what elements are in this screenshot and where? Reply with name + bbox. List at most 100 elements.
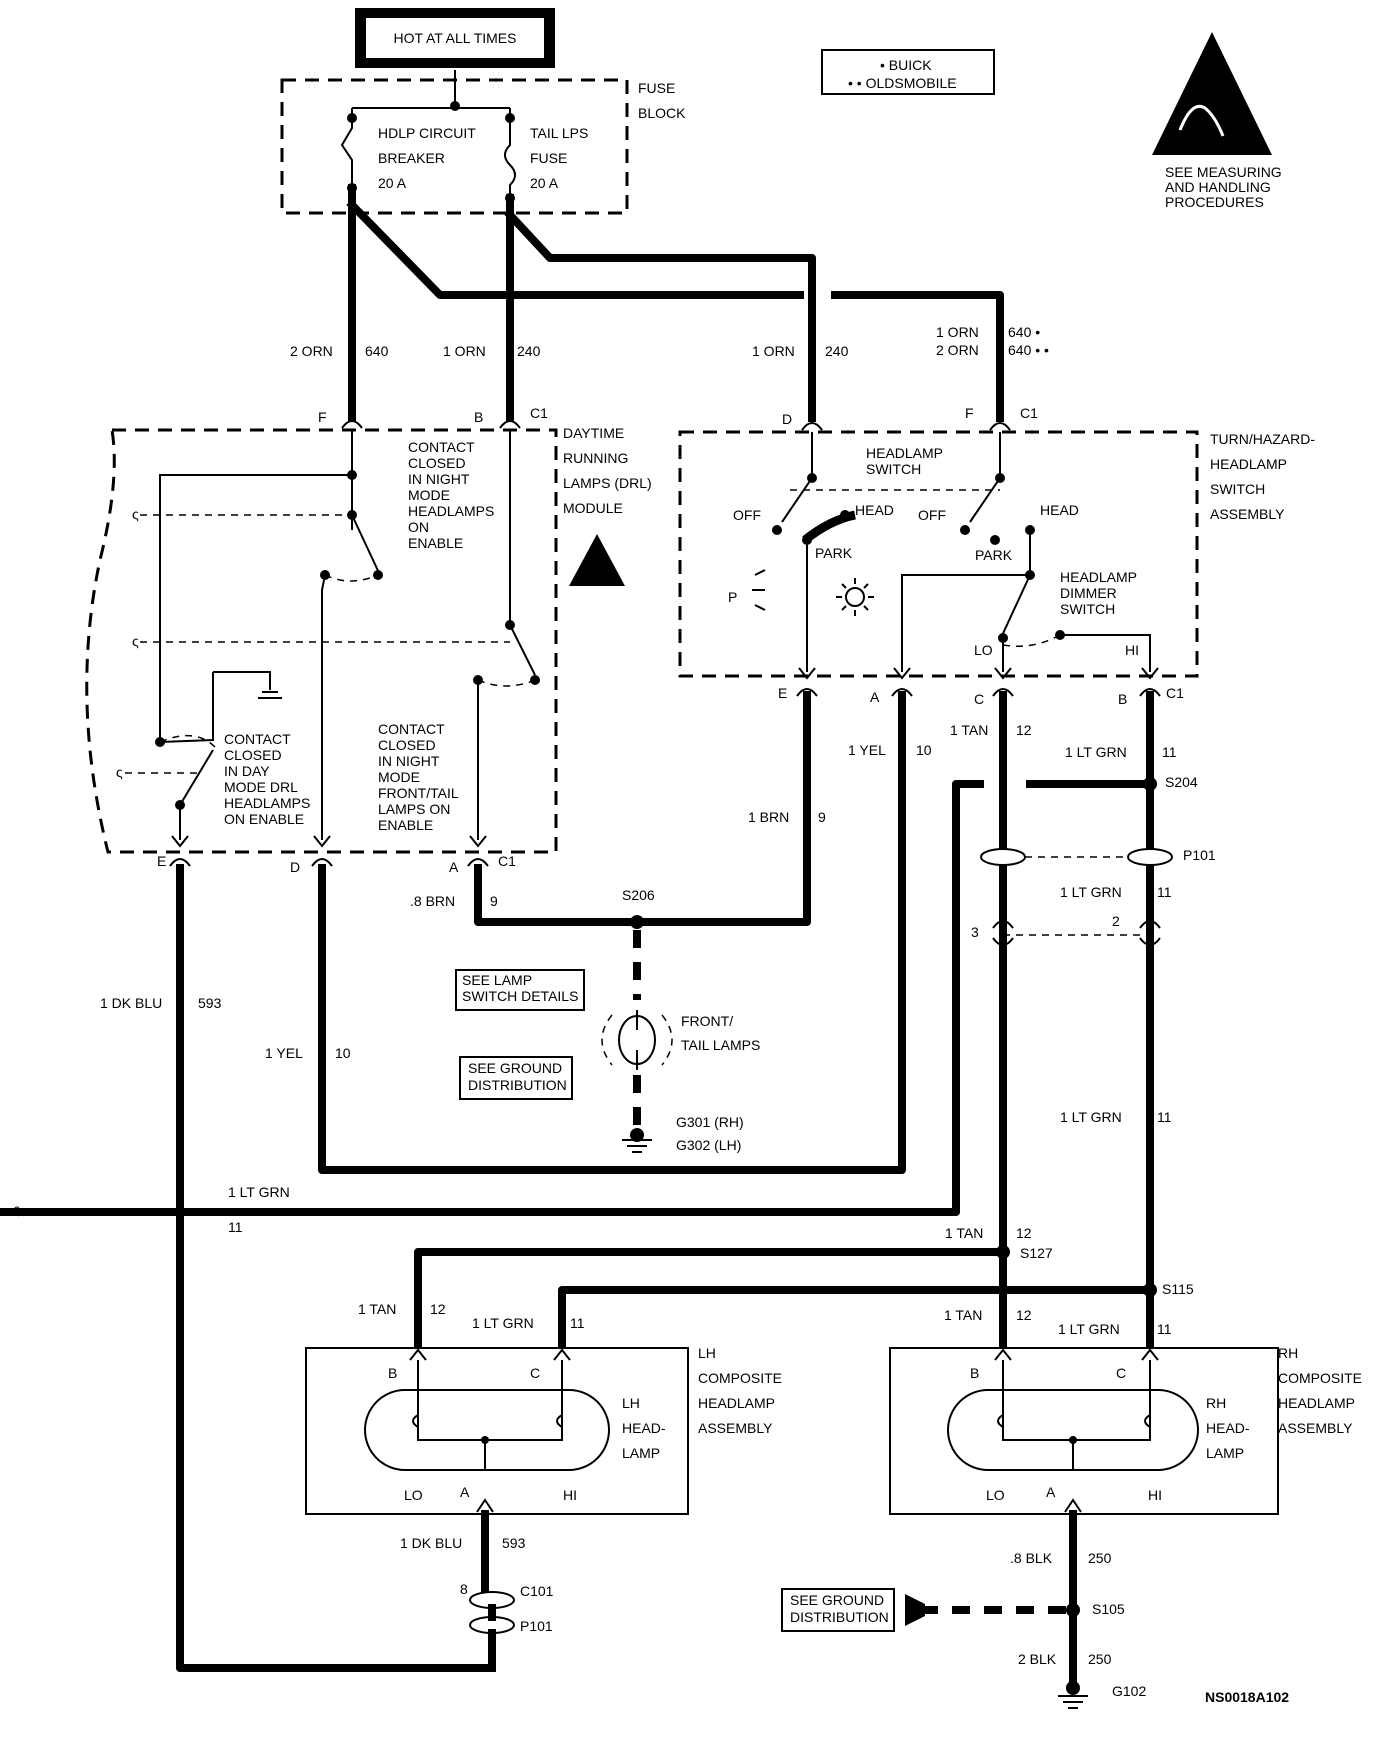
splice-s127: S127 [1020, 1245, 1053, 1261]
esd-note-1: SEE MEASURING [1165, 164, 1282, 180]
drl-night-text-5: HEADLAMPS [408, 503, 494, 519]
label-11-c: 11 [1157, 1109, 1172, 1125]
drl-label-4: MODULE [563, 500, 623, 516]
dimmer-text-1: HEADLAMP [1060, 569, 1137, 585]
lh-label-1-dk-blu: 1 DK BLU [400, 1535, 462, 1551]
lh-label-2: COMPOSITE [698, 1370, 782, 1386]
legend-buick: • BUICK [880, 57, 932, 73]
lh-pin-c: C [530, 1365, 540, 1381]
rh-label-2-blk: 2 BLK [1018, 1651, 1057, 1667]
hdlp-label: HDLP CIRCUIT [378, 125, 476, 141]
label-1-orn-right: 1 ORN [752, 343, 795, 359]
label-1-tan-b: 1 TAN [945, 1225, 983, 1241]
tail-label: TAIL LPS [530, 125, 588, 141]
rh-filament-icons [997, 1414, 1151, 1428]
hdlp-rating: 20 A [378, 175, 407, 191]
dimmer-text-3: SWITCH [1060, 601, 1115, 617]
rh-label-08-blk: .8 BLK [1010, 1550, 1053, 1566]
ground-g301: G301 (RH) [676, 1114, 744, 1130]
rh-label-1-tan: 1 TAN [944, 1307, 982, 1323]
drl-day-text-4: MODE DRL [224, 779, 298, 795]
drl-front-text-6: LAMPS ON [378, 801, 450, 817]
pin-2: 2 [1112, 913, 1120, 929]
drl-pin-a: A [449, 859, 459, 875]
hdlp-label-2: BREAKER [378, 150, 445, 166]
rh-label-250-b: 250 [1088, 1651, 1112, 1667]
rh-pin-c: C [1116, 1365, 1126, 1381]
label-1-lt-grn-c: 1 LT GRN [1060, 1109, 1122, 1125]
label-08-brn: .8 BRN [410, 893, 455, 909]
tail-rating: 20 A [530, 175, 559, 191]
label-240-right: 240 [825, 343, 849, 359]
drl-pin-e: E [157, 853, 166, 869]
dimmer-hi: HI [1125, 642, 1139, 658]
label-640-olds: 640 • • [1008, 342, 1049, 358]
switch-head-2: HEAD [1040, 502, 1079, 518]
fuse-block-label-2: BLOCK [638, 105, 686, 121]
label-640: 640 [365, 343, 389, 359]
switch-assembly-outline [678, 430, 1199, 678]
label-1-lt-grn-b: 1 LT GRN [1060, 884, 1122, 900]
label-9: 9 [818, 809, 826, 825]
drl-esd-icon [569, 534, 625, 586]
label-1-orn: 1 ORN [443, 343, 486, 359]
pin-3: 3 [971, 924, 979, 940]
switch-label-4: ASSEMBLY [1210, 506, 1285, 522]
label-1-orn-640: 1 ORN [936, 324, 979, 340]
connector-p101-lower: P101 [520, 1618, 553, 1634]
see-lamp-text-2: SWITCH DETAILS [462, 988, 578, 1004]
label-11-long: 11 [228, 1219, 243, 1235]
drl-night-text-3: IN NIGHT [408, 471, 470, 487]
label-1-lt-grn: 1 LT GRN [1065, 744, 1127, 760]
label-10: 10 [916, 742, 932, 758]
drl-front-text-4: MODE [378, 769, 420, 785]
headlamp-switch-text-1: HEADLAMP [866, 445, 943, 461]
label-10-b: 10 [335, 1045, 351, 1061]
see-lamp-switch-details-box: SEE LAMP SWITCH DETAILS [455, 969, 585, 1011]
label-593: 593 [198, 995, 222, 1011]
ground-g102-icon [1058, 1695, 1088, 1709]
rh-label-3: HEADLAMP [1278, 1395, 1355, 1411]
switch-park-2: PARK [975, 547, 1013, 563]
switch-off-1: OFF [733, 507, 761, 523]
legend-oldsmobile: • • OLDSMOBILE [848, 75, 957, 91]
ground-arrow-icon [905, 1594, 925, 1626]
drl-night-text-4: MODE [408, 487, 450, 503]
rh-label-1-lt-grn: 1 LT GRN [1058, 1321, 1120, 1337]
label-11: 11 [1162, 744, 1177, 760]
switch-label-3: SWITCH [1210, 481, 1265, 497]
lh-lamp-outline [364, 1389, 610, 1471]
rh-hi: HI [1148, 1487, 1162, 1503]
lh-lamp-text-3: LAMP [622, 1445, 660, 1461]
connector-c101: C101 [520, 1583, 554, 1599]
lh-label-4: ASSEMBLY [698, 1420, 773, 1436]
splice-s115: S115 [1162, 1281, 1194, 1297]
wire-ltgrn-long [0, 780, 984, 1216]
rh-see-ground-text-1: SEE GROUND [790, 1592, 884, 1608]
lh-hi: HI [563, 1487, 577, 1503]
drl-squiggle-1: ς [132, 506, 139, 522]
label-1-yel-b: 1 YEL [265, 1045, 303, 1061]
esd-note-3: PROCEDURES [1165, 194, 1264, 210]
rh-lamp-text-1: RH [1206, 1395, 1226, 1411]
drl-squiggle-2: ς [132, 633, 139, 649]
lh-label-12: 12 [430, 1301, 446, 1317]
switch-label-1: TURN/HAZARD- [1210, 431, 1315, 447]
splice-s105: S105 [1092, 1601, 1125, 1617]
label-240: 240 [517, 343, 541, 359]
see-ground-distribution-box: SEE GROUND DISTRIBUTION [459, 1056, 573, 1100]
parking-lamp-rays [752, 569, 766, 611]
drl-pin-c1-top: C1 [530, 405, 548, 421]
dimmer-lo: LO [974, 642, 993, 658]
wire-ltgrn-lh [558, 1286, 1154, 1352]
esd-warning-icon [1152, 32, 1272, 155]
rh-label-12: 12 [1016, 1307, 1032, 1323]
lh-filament-icons [412, 1414, 563, 1428]
lh-pin-a: A [460, 1484, 470, 1500]
switch-head-1: HEAD [855, 502, 894, 518]
lh-label-1-lt-grn: 1 LT GRN [472, 1315, 534, 1331]
splice-s204: S204 [1165, 774, 1198, 790]
switch-label-2: HEADLAMP [1210, 456, 1287, 472]
tail-label-2: FUSE [530, 150, 567, 166]
